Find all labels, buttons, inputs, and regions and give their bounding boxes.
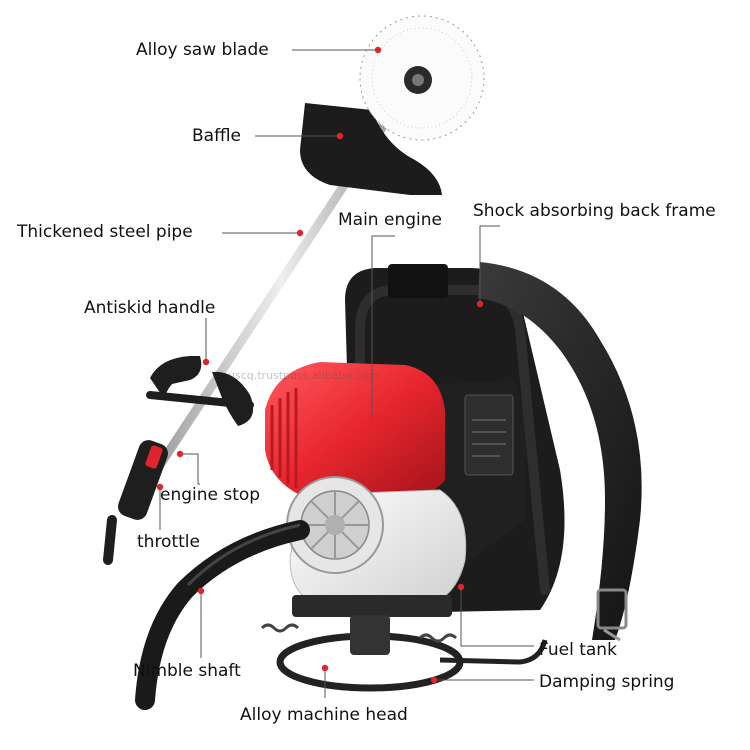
dot-saw-blade: [374, 46, 382, 54]
baffle-guard: [300, 103, 442, 195]
dot-main-engine: [368, 414, 376, 422]
callout-line-engine-stop: [180, 453, 200, 485]
dot-steel-pipe: [296, 229, 304, 237]
nimble-shaft: [135, 520, 310, 710]
label-alloy-machine-head: Alloy machine head: [240, 705, 408, 725]
engine-red-cover: [265, 362, 445, 496]
callout-line-main-engine: [371, 235, 395, 418]
label-throttle: throttle: [137, 532, 200, 552]
antiskid-handle: [150, 356, 202, 400]
base-plate: [292, 595, 452, 617]
dot-antiskid-handle: [202, 358, 210, 366]
label-baffle: Baffle: [192, 126, 241, 146]
dot-nimble-shaft: [197, 587, 205, 595]
label-main-engine: Main engine: [338, 210, 442, 230]
dot-baffle: [336, 132, 344, 140]
callout-dots: [156, 46, 484, 684]
label-shock-absorbing-back-frame: Shock absorbing back frame: [473, 201, 716, 221]
engine-label-plate: [464, 394, 514, 476]
dot-throttle: [156, 483, 164, 491]
label-fuel-tank: Fuel tank: [539, 640, 617, 660]
shoulder-strap: [478, 262, 642, 640]
strap-buckle: [596, 588, 628, 630]
dot-machine-head: [321, 664, 329, 672]
engine-stop-switch: [145, 445, 163, 469]
dot-back-frame: [476, 300, 484, 308]
label-engine-stop: engine stop: [160, 485, 261, 505]
machine-head-mount: [350, 615, 390, 655]
label-antiskid-handle: Antiskid handle: [84, 298, 216, 318]
dot-fuel-tank: [457, 583, 465, 591]
watermark: uscq.trustpass.alibaba.com: [228, 369, 380, 382]
spring-coils: [260, 623, 458, 643]
frame-top-bracket: [388, 264, 448, 298]
label-thickened-steel-pipe: Thickened steel pipe: [17, 222, 193, 242]
dot-engine-stop: [176, 450, 184, 458]
callout-lines: [159, 49, 534, 698]
label-nimble-shaft: Nimble shaft: [133, 661, 241, 681]
label-alloy-saw-blade: Alloy saw blade: [136, 40, 269, 60]
callout-line-fuel-tank: [460, 587, 534, 647]
label-damping-spring: Damping spring: [539, 672, 675, 692]
dot-damping-spring: [430, 676, 438, 684]
callout-line-back-frame: [479, 225, 500, 304]
